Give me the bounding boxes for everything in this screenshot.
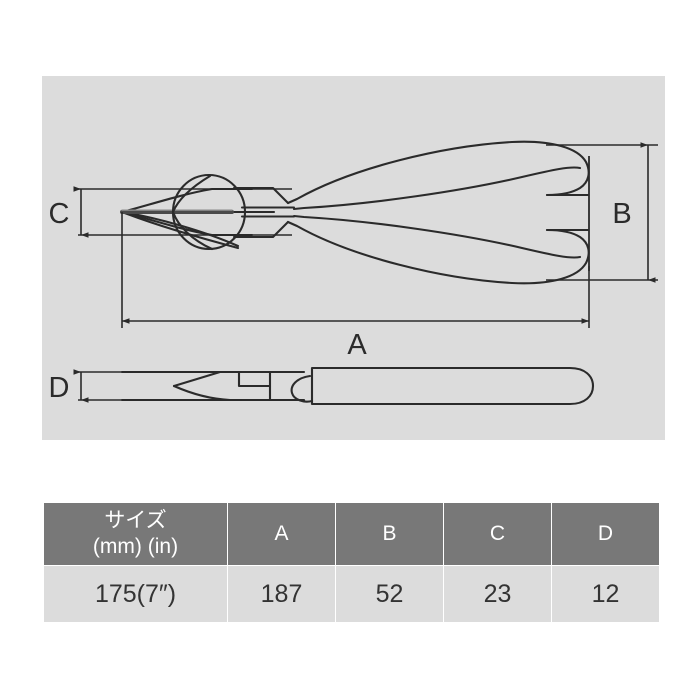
table-row: 175(7″) 187 52 23 12 (43, 565, 660, 623)
cell-d: 12 (551, 565, 660, 623)
dimension-a (121, 212, 590, 328)
upper-handle-inner (292, 166, 582, 211)
pliers-top-view (120, 140, 590, 285)
table-header-row: サイズ (mm) (in) A B C D (43, 502, 660, 566)
pliers-drawing-svg: C B A (49, 140, 658, 406)
dimension-label-d: D (49, 372, 70, 404)
side-handle (310, 366, 595, 406)
dimension-label-a: A (347, 329, 367, 361)
upper-handle-outer (286, 140, 590, 205)
dimension-label-b: B (612, 198, 631, 230)
side-step-notch (237, 370, 272, 388)
dimension-b (546, 142, 658, 283)
lower-handle-outer (286, 220, 590, 285)
header-size-label-jp: サイズ (104, 509, 167, 533)
side-pivot-arc (290, 374, 314, 403)
header-cell-size: サイズ (mm) (in) (43, 502, 228, 566)
lower-handle-inner (292, 214, 582, 259)
header-cell-d: D (551, 502, 660, 566)
dimension-c (73, 186, 292, 238)
throat-upper (232, 186, 290, 205)
header-cell-c: C (443, 502, 552, 566)
cell-c: 23 (443, 565, 552, 623)
bevel-inner-arc (171, 174, 214, 251)
throat-lower (232, 220, 290, 239)
technical-drawing-panel: C B A (42, 76, 665, 440)
specification-table: サイズ (mm) (in) A B C D 175(7″) 187 52 23 … (43, 502, 660, 623)
side-blade-taper (172, 370, 241, 388)
header-cell-b: B (335, 502, 444, 566)
side-blade-taper-lower (172, 384, 232, 402)
dimension-d (73, 369, 242, 403)
cell-size: 175(7″) (43, 565, 228, 623)
cell-b: 52 (335, 565, 444, 623)
header-cell-a: A (227, 502, 336, 566)
pliers-side-view (120, 366, 595, 406)
header-size-label-units: (mm) (in) (92, 535, 179, 558)
dimension-label-c: C (49, 198, 70, 230)
cell-a: 187 (227, 565, 336, 623)
